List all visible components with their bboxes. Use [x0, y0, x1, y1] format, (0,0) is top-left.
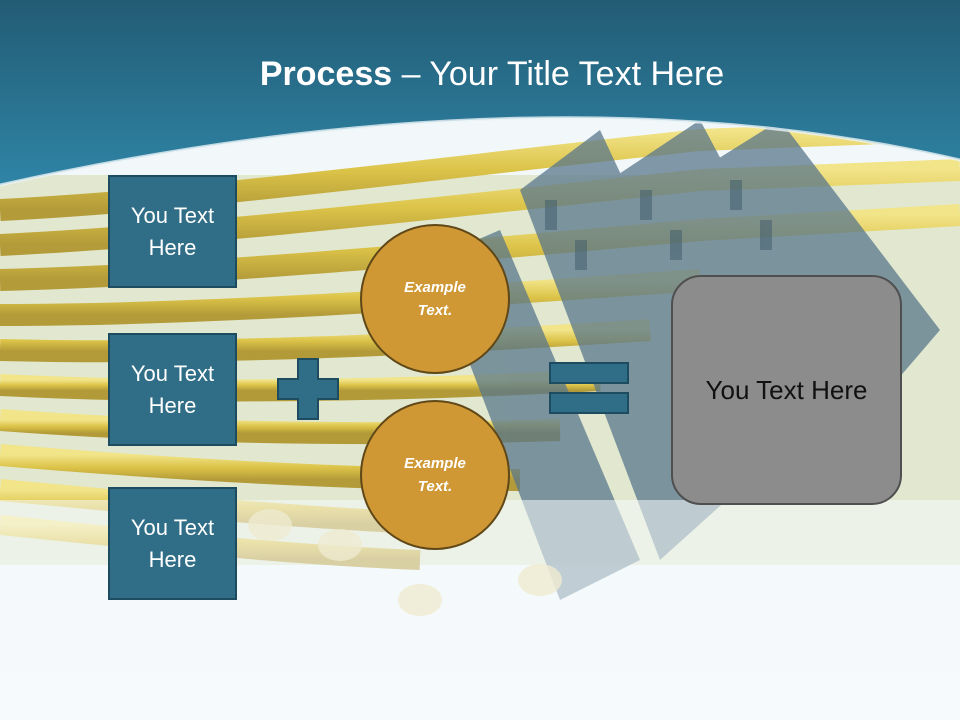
plus-icon	[277, 358, 339, 420]
slide-title-rest: – Your Title Text Here	[392, 55, 725, 93]
slide-title-bold: Process	[259, 55, 393, 93]
step-box-3: You Text Here	[108, 487, 237, 600]
header-band	[0, 0, 960, 185]
result-box: You Text Here	[671, 275, 902, 505]
step-box-1: You Text Here	[108, 175, 237, 288]
equals-icon	[549, 362, 629, 414]
slide-title: Process – Your Title Text Here	[0, 52, 960, 96]
step-box-2: You Text Here	[108, 333, 237, 446]
example-circle-1: Example Text.	[360, 224, 510, 374]
example-circle-2: Example Text.	[360, 400, 510, 550]
